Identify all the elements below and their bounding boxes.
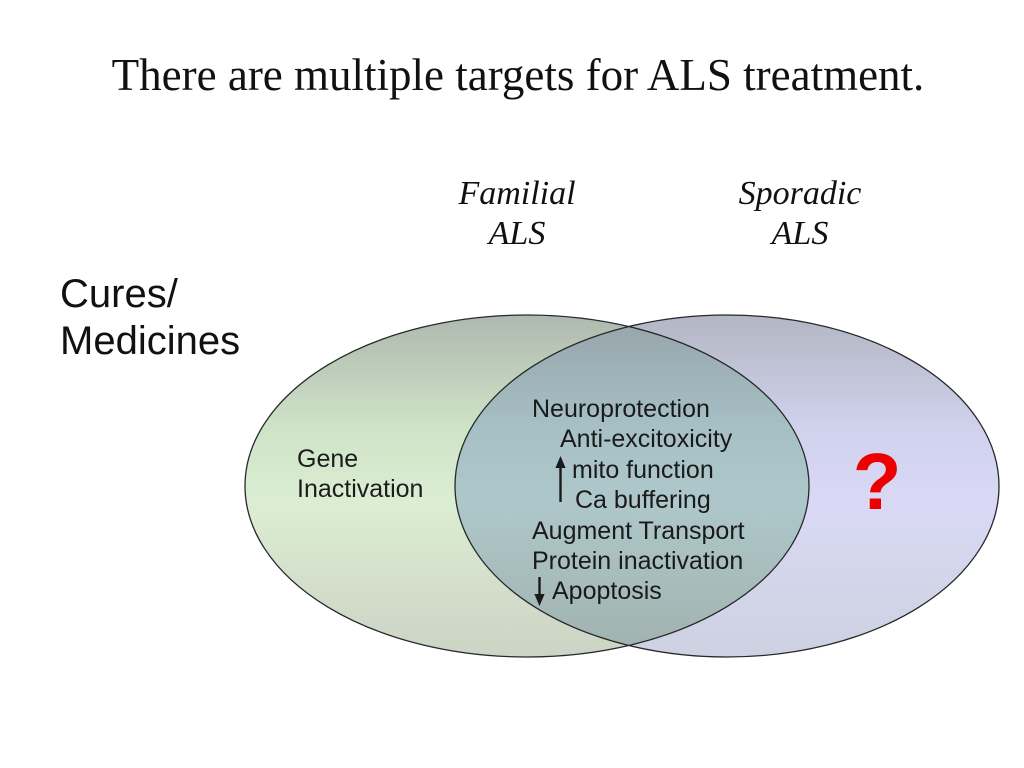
overlap-item-anti-excitoxicity: Anti-excitoxicity — [560, 425, 733, 454]
overlap-item-apoptosis: Apoptosis — [552, 577, 662, 606]
familial-label-line1: Familial — [458, 175, 576, 212]
familial-label-line2: ALS — [488, 215, 546, 252]
cures-label-line2: Medicines — [60, 319, 241, 363]
down-arrow-icon — [534, 577, 545, 606]
sporadic-ellipse-outline — [454, 314, 1000, 658]
cures-label-line1: Cures/ — [60, 272, 178, 316]
familial-als-label: Familial ALS — [407, 174, 627, 254]
overlap-target-list: Neuroprotection Anti-excitoxicity mito f… — [532, 394, 792, 607]
cures-medicines-label: Cures/ Medicines — [60, 271, 240, 365]
up-arrow-icon — [555, 456, 566, 502]
overlap-item-neuroprotection: Neuroprotection — [532, 395, 710, 423]
overlap-item-ca-buffering: Ca buffering — [575, 486, 711, 515]
overlap-item-augment-transport: Augment Transport — [532, 516, 745, 545]
gene-label-line2: Inactivation — [297, 475, 424, 503]
slide-title: There are multiple targets for ALS treat… — [111, 50, 925, 100]
gene-label-line1: Gene — [297, 445, 359, 473]
gene-inactivation-label: Gene Inactivation — [297, 444, 423, 504]
question-mark: ? — [852, 437, 902, 526]
familial-ellipse-outline — [244, 314, 810, 658]
sporadic-als-label: Sporadic ALS — [690, 174, 910, 254]
sporadic-label-line2: ALS — [771, 215, 829, 252]
overlap-item-protein-inactivation: Protein inactivation — [532, 547, 744, 576]
sporadic-label-line1: Sporadic — [738, 175, 862, 212]
overlap-item-mito-function: mito function — [572, 455, 714, 484]
overlap-region — [455, 315, 809, 657]
